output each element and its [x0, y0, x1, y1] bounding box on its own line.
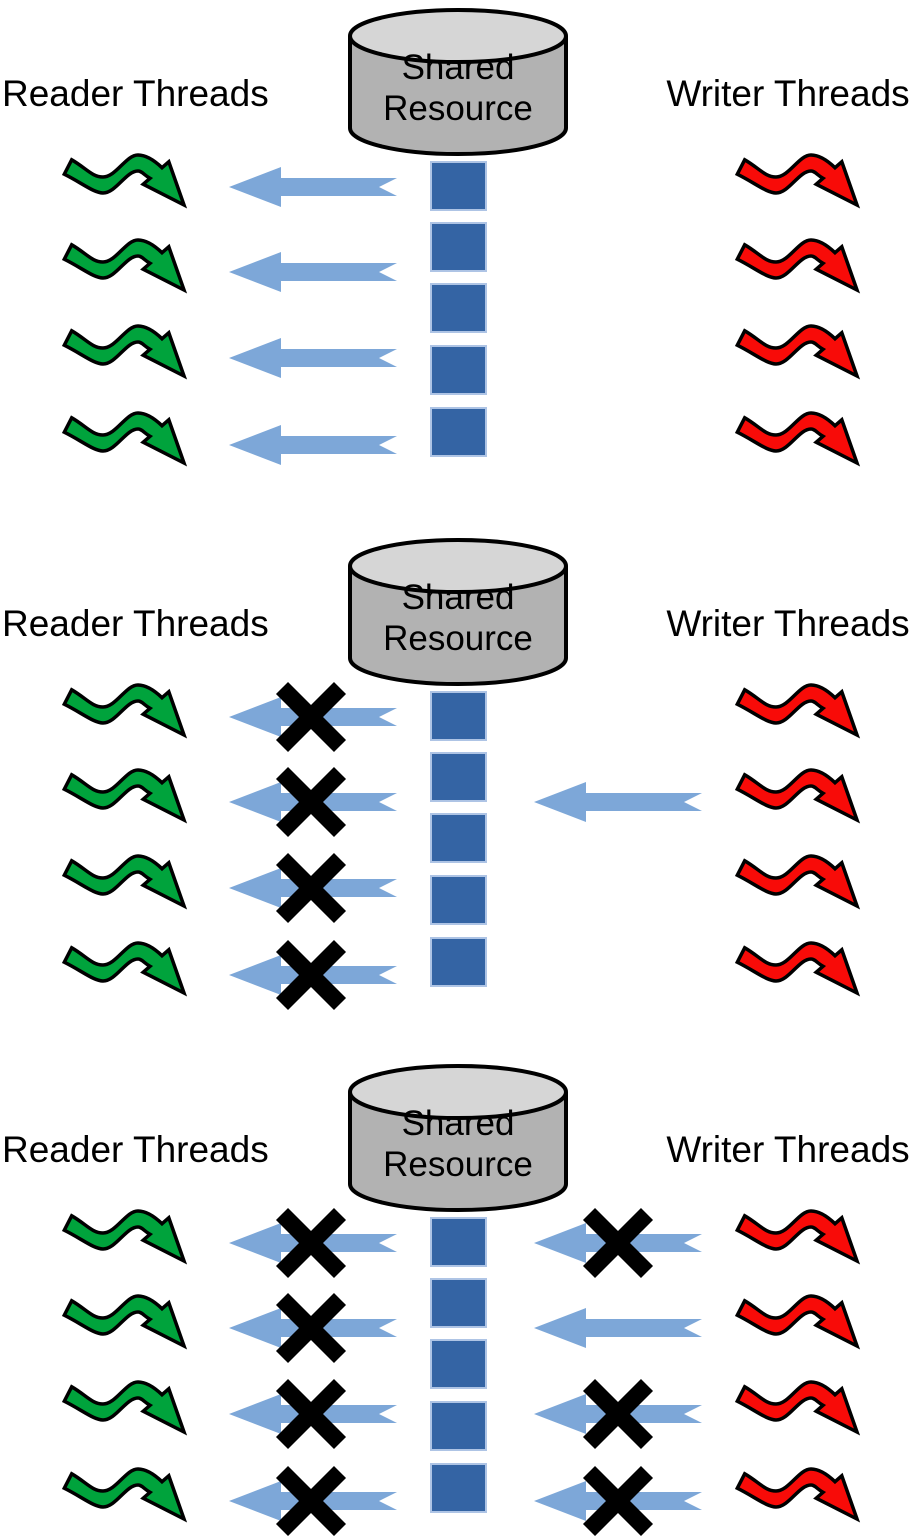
shared-resource-label-line1: Shared [401, 1104, 515, 1143]
reader-thread-arrow-icon [58, 1288, 198, 1368]
blocked-x-icon [271, 1374, 351, 1454]
writer-thread-arrow-icon [731, 1461, 871, 1536]
queue-square [430, 283, 487, 333]
queue-square [430, 937, 487, 987]
blocked-x-icon [271, 1203, 351, 1283]
queue-square [430, 161, 487, 211]
shared-resource-label-line1: Shared [401, 48, 515, 87]
queue-square [430, 1463, 487, 1513]
queue-square [430, 1217, 487, 1267]
queue-square [430, 345, 487, 395]
blocked-x-icon [271, 1288, 351, 1368]
queue-square [430, 813, 487, 863]
queue-square [430, 222, 487, 272]
reader-threads-label: Reader Threads [2, 603, 269, 644]
queue-square [430, 875, 487, 925]
reader-thread-arrow-icon [58, 1374, 198, 1454]
queue-square [430, 1401, 487, 1451]
shared-resource-label-line1: Shared [401, 578, 515, 617]
queue-square [430, 407, 487, 457]
queue-square [430, 691, 487, 741]
queue-square [430, 1278, 487, 1328]
reader-thread-arrow-icon [58, 1461, 198, 1536]
writer-thread-arrow-icon [731, 1374, 871, 1454]
blocked-x-icon [271, 1461, 351, 1536]
writer-thread-arrow-icon [731, 1288, 871, 1368]
queue-square [430, 752, 487, 802]
shared-resource-label-line2: Resource [383, 1145, 533, 1184]
writer-thread-arrow-icon [731, 1203, 871, 1283]
writer-threads-label: Writer Threads [666, 603, 910, 644]
reader-threads-label: Reader Threads [2, 1129, 269, 1170]
writer-threads-label: Writer Threads [666, 1129, 910, 1170]
writer-threads-label: Writer Threads [666, 73, 910, 114]
reader-threads-label: Reader Threads [2, 73, 269, 114]
shared-resource-label-line2: Resource [383, 619, 533, 658]
blocked-x-icon [578, 1203, 658, 1283]
blocked-x-icon [578, 1374, 658, 1454]
shared-resource-label-line2: Resource [383, 89, 533, 128]
queue-square [430, 1339, 487, 1389]
blocked-x-icon [578, 1461, 658, 1536]
reader-thread-arrow-icon [58, 1203, 198, 1283]
write-access-arrow-icon [532, 1305, 704, 1351]
